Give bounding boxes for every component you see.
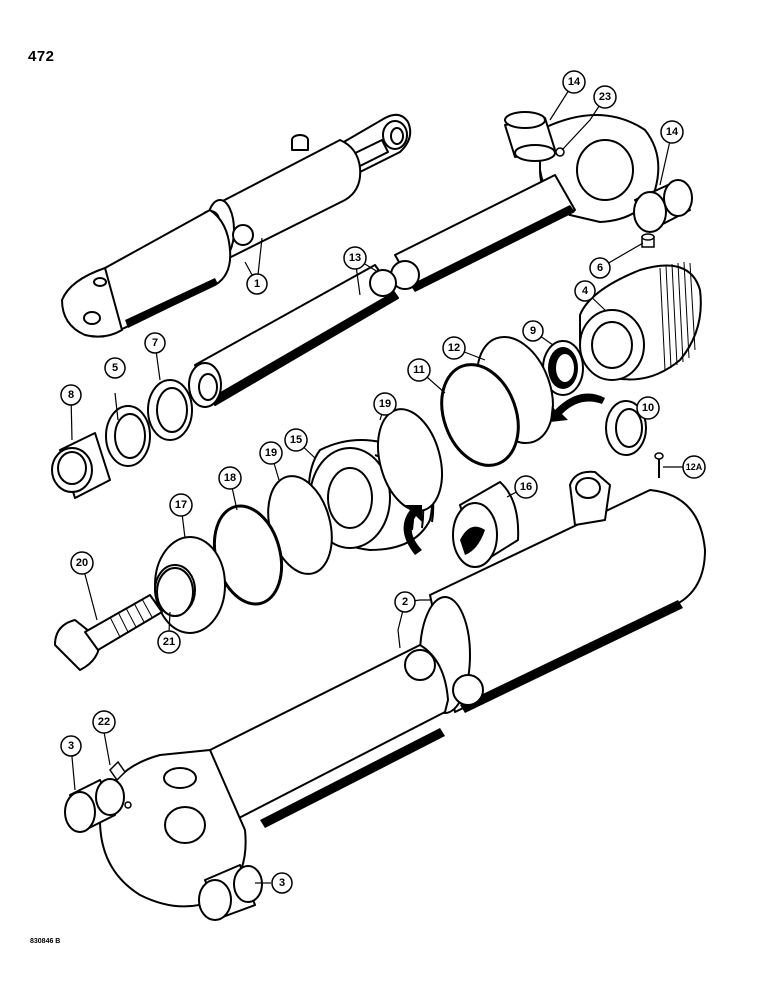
svg-text:19: 19: [265, 447, 277, 459]
assembled-cylinder-small: [61, 113, 412, 338]
callout-3-bottom: 3: [271, 872, 293, 894]
fitting-22: [109, 760, 132, 809]
svg-text:6: 6: [597, 262, 603, 274]
callout-12a: 12A: [682, 455, 706, 479]
svg-text:3: 3: [68, 740, 74, 752]
svg-text:23: 23: [599, 91, 611, 103]
svg-text:15: 15: [290, 434, 302, 446]
bushing-14-right: [633, 179, 693, 233]
bushing-14-upper: [504, 111, 556, 162]
svg-text:9: 9: [530, 325, 536, 337]
callout-17: 17: [169, 493, 193, 517]
callout-16: 16: [514, 475, 538, 499]
callout-22: 22: [92, 710, 116, 734]
cylinder-barrel-2: [99, 470, 706, 908]
callout-10: 10: [636, 396, 660, 420]
svg-text:8: 8: [68, 389, 74, 401]
svg-text:7: 7: [152, 337, 158, 349]
callout-9: 9: [522, 320, 544, 342]
callout-7: 7: [144, 332, 166, 354]
bushing-3-bottom: [198, 864, 263, 921]
piston-rod-assembly: [188, 114, 660, 408]
o-ring-11: [440, 363, 520, 467]
svg-text:2: 2: [402, 596, 408, 608]
page-number: 472: [28, 48, 55, 65]
rod-seal-9: [542, 340, 584, 396]
callout-14-upper: 14: [562, 70, 586, 94]
callout-18: 18: [218, 466, 242, 490]
bushing-3-left: [64, 778, 125, 833]
callout-23: 23: [593, 85, 617, 109]
callout-15: 15: [284, 428, 308, 452]
callout-19-upper: 19: [373, 392, 397, 416]
svg-text:21: 21: [163, 636, 175, 648]
gland-4: [579, 261, 702, 381]
ring-19-upper: [377, 408, 443, 512]
svg-text:13: 13: [349, 252, 361, 264]
callout-21: 21: [157, 630, 181, 654]
svg-text:12: 12: [448, 342, 460, 354]
screw-12a: [654, 452, 664, 478]
ring-21: [156, 567, 194, 617]
svg-text:14: 14: [666, 126, 679, 138]
drawing-code: 830846 B: [30, 938, 61, 945]
callout-11: 11: [407, 358, 431, 382]
svg-text:1: 1: [254, 278, 260, 290]
callout-13: 13: [343, 246, 367, 270]
assembly-arrow-lower: [403, 505, 422, 555]
svg-text:5: 5: [112, 362, 118, 374]
svg-text:4: 4: [582, 285, 589, 297]
svg-text:19: 19: [379, 398, 391, 410]
ring-7: [147, 379, 193, 441]
svg-text:12A: 12A: [686, 462, 703, 472]
svg-text:11: 11: [413, 364, 425, 376]
svg-text:3: 3: [279, 877, 285, 889]
wiper-10: [605, 400, 647, 456]
callout-19-lower: 19: [259, 441, 283, 465]
spacer-16: [452, 481, 520, 568]
callout-1: 1: [246, 273, 268, 295]
bushing-8: [51, 432, 111, 499]
bolt-20: [54, 594, 163, 671]
callout-3-left: 3: [60, 735, 82, 757]
svg-text:10: 10: [642, 402, 654, 414]
svg-text:18: 18: [224, 472, 236, 484]
callout-8: 8: [60, 384, 82, 406]
svg-text:20: 20: [76, 557, 88, 569]
callout-14-right: 14: [660, 120, 684, 144]
ring-5: [105, 405, 151, 467]
svg-text:22: 22: [98, 716, 110, 728]
callout-5: 5: [104, 357, 126, 379]
callout-2: 2: [394, 591, 416, 613]
svg-text:17: 17: [175, 499, 187, 511]
callout-4: 4: [574, 280, 596, 302]
svg-text:14: 14: [568, 76, 581, 88]
callout-12: 12: [442, 336, 466, 360]
plug-6: [641, 233, 655, 248]
svg-text:16: 16: [520, 481, 532, 493]
callout-6: 6: [589, 257, 611, 279]
assembly-arrow-upper: [550, 393, 605, 422]
callout-20: 20: [70, 551, 94, 575]
